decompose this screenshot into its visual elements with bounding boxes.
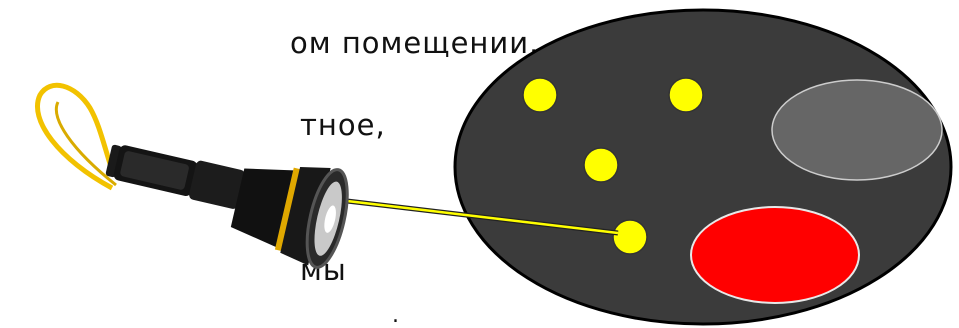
yellow-dot <box>613 220 647 254</box>
yellow-dot <box>669 78 703 112</box>
gray-spot <box>772 80 942 180</box>
yellow-dot <box>523 78 557 112</box>
yellow-dot <box>584 148 618 182</box>
flashlight-icon <box>37 85 355 271</box>
red-spot <box>691 207 859 303</box>
